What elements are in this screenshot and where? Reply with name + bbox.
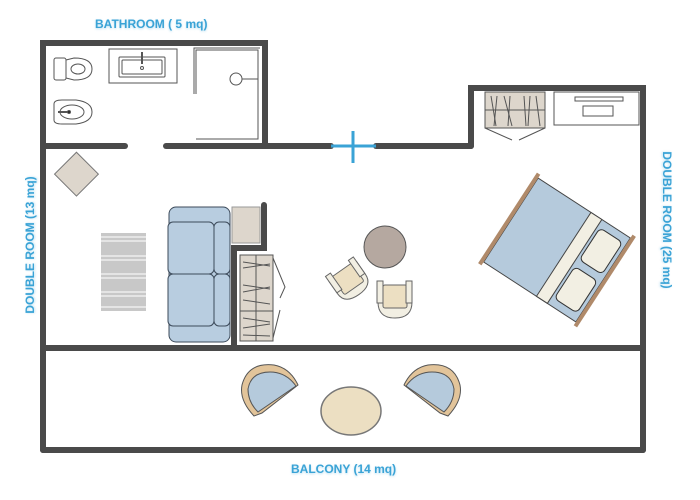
door-marker-icon	[331, 131, 376, 163]
balcony-chair-right-icon	[403, 364, 461, 417]
bidet-icon	[53, 99, 93, 125]
nightstand-icon	[231, 206, 261, 244]
walls	[40, 40, 646, 453]
toilet-icon	[53, 57, 93, 81]
bathroom-label: BATHROOM ( 5 mq)	[95, 17, 208, 31]
sofa-icon	[167, 206, 231, 343]
wardrobe-left-icon	[239, 254, 286, 342]
double-bed-icon	[478, 172, 636, 328]
balcony-oval-table-icon	[320, 386, 382, 436]
sink-vanity-icon	[108, 48, 178, 84]
wardrobe-right-icon	[484, 91, 546, 141]
armchair-2-icon	[376, 280, 413, 319]
double-room-right-label: DOUBLE ROOM (25 mq)	[660, 151, 674, 289]
balcony-chair-left-icon	[241, 364, 299, 417]
round-table-icon	[363, 225, 407, 269]
shower-icon	[193, 47, 260, 140]
double-room-left-label: DOUBLE ROOM (13 mq)	[23, 176, 37, 314]
dresser-icon	[553, 91, 640, 126]
armchair-1-icon	[324, 256, 369, 300]
rug-icon	[101, 233, 146, 311]
balcony-label: BALCONY (14 mq)	[291, 462, 397, 476]
side-table-icon	[53, 151, 100, 197]
